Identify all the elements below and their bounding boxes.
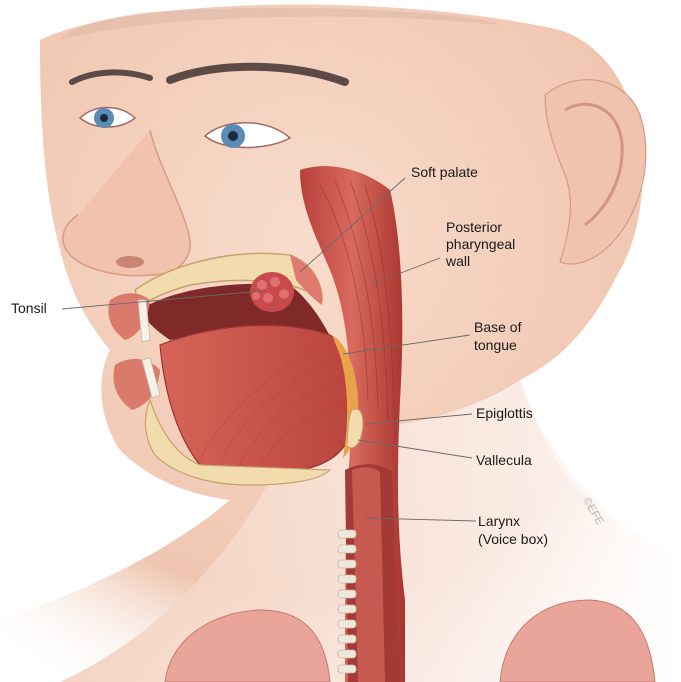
nostril (116, 256, 144, 268)
label-posterior-wall-line2: pharyngeal (446, 236, 515, 252)
label-larynx-line2: (Voice box) (478, 531, 548, 547)
label-larynx-line1: Larynx (478, 513, 520, 529)
label-posterior-wall-line3: wall (445, 253, 470, 269)
label-posterior-wall-line1: Posterior (446, 219, 502, 235)
tongue (160, 325, 356, 470)
label-vallecula: Vallecula (476, 452, 532, 468)
larynx (345, 464, 400, 682)
label-epiglottis: Epiglottis (476, 405, 533, 421)
label-soft-palate: Soft palate (411, 164, 478, 180)
label-tonsil: Tonsil (11, 300, 47, 316)
tonsil (250, 272, 294, 312)
label-base-of-tongue-line2: tongue (474, 337, 517, 353)
label-base-of-tongue-line1: Base of (474, 319, 522, 335)
